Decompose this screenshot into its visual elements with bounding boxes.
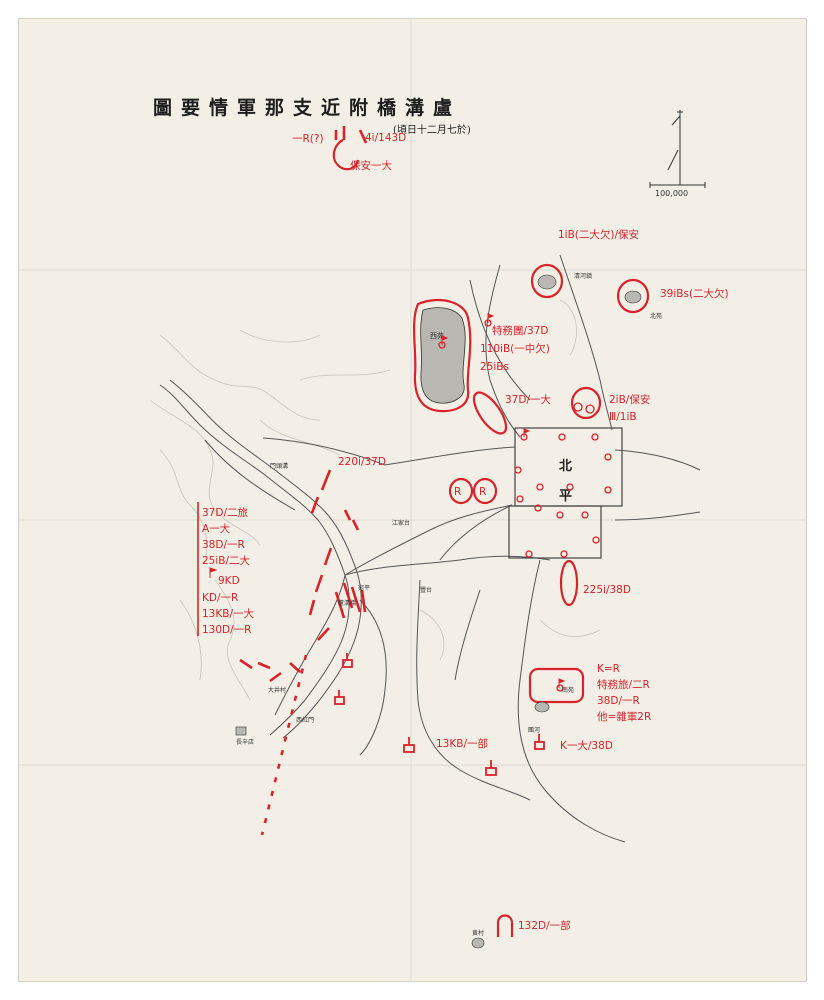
gray-markers xyxy=(235,274,642,949)
annot-top-left-2: 4i/143D xyxy=(365,132,406,144)
nanyuan-line-1: K=R xyxy=(597,663,620,675)
left-block-line-4: 25iB/二大 xyxy=(202,554,251,567)
annot-220i: 220i/37D xyxy=(338,456,386,468)
annot-225i: 225i/38D xyxy=(583,584,631,596)
left-block-line-1: 37D/二旅 xyxy=(202,506,248,519)
annot-2ib-baoan: 2iB/保安 xyxy=(609,393,650,406)
city-label-south: 平 xyxy=(559,489,572,504)
left-block-line-6: KD/一R xyxy=(202,592,238,604)
nanyuan-line-3: 38D/一R xyxy=(597,695,640,707)
place-huangcun: 黄村 xyxy=(472,929,484,937)
city-label-north: 北 xyxy=(559,459,572,474)
annot-k-38d: K一大/38D xyxy=(560,739,613,752)
nanyuan-unit-block: K=R 特務旅/二R 38D/一R 他=雜軍2R xyxy=(597,663,651,723)
map-sheet xyxy=(18,18,807,982)
annot-xiyuan-1: 特務團/37D xyxy=(492,324,548,337)
annot-13kb: 13KB/一部 xyxy=(436,737,488,750)
annot-top-left-1: 一R(?) xyxy=(292,133,324,145)
annot-132d: 132D/一部 xyxy=(518,919,571,932)
map-title: 圖要情軍那支近附橋溝盧 xyxy=(153,96,461,119)
xiyuan-area xyxy=(413,298,472,413)
annot-39ibs: 39iBs(二大欠) xyxy=(660,287,729,300)
left-block-line-3: 38D/一R xyxy=(202,539,245,551)
annot-37d-1: 37D/一大 xyxy=(505,393,551,406)
scale-label: 100,000 xyxy=(655,189,688,198)
place-yizhuang: 大井村 xyxy=(268,686,286,694)
left-block-line-2: A一大 xyxy=(202,522,231,535)
left-block-line-8: 130D/一R xyxy=(202,624,251,636)
unit-annotations: 一R(?) 4i/143D 保安一大 1iB(二大欠)/保安 39iBs(二大欠… xyxy=(292,132,729,932)
frontline-dashes xyxy=(239,126,368,836)
annot-xiyuan-2: 110iB(一中欠) xyxy=(480,342,550,355)
map-subtitle: (頃日十二月七於) xyxy=(393,123,471,136)
place-xihongmen: 西紅門 xyxy=(296,716,314,724)
left-block-line-7: 13KB/一大 xyxy=(202,607,254,620)
place-wanping: 宛平 xyxy=(358,584,370,592)
place-mentougou: 門頭溝 xyxy=(270,462,288,470)
place-jiangjiatai: 江家台 xyxy=(392,519,410,527)
annot-iii-1ib: Ⅲ/1iB xyxy=(609,411,637,423)
place-xiyuan: 西苑 xyxy=(430,331,444,340)
beijing-city-walls xyxy=(508,427,623,559)
nanyuan-line-4: 他=雜軍2R xyxy=(597,710,651,723)
place-lugouqiao: 蘆溝橋 xyxy=(338,599,356,607)
left-unit-block: 37D/二旅 A一大 38D/一R 25iB/二大 9KD KD/一R 13KB… xyxy=(197,502,254,636)
annot-qinghe-troops: 1iB(二大欠)/保安 xyxy=(558,228,639,241)
annot-xiyuan-3: 25iBs xyxy=(480,361,509,373)
bunker-symbols xyxy=(334,653,545,776)
village-labels: 清河鎮 北苑 南苑 黄村 團河 長辛店 宛平 蘆溝橋 豐台 江家台 門頭溝 西紅… xyxy=(236,272,662,937)
annot-top-left-3: 保安一大 xyxy=(350,159,392,172)
place-tuanhe: 團河 xyxy=(528,726,540,734)
place-beiyuan: 北苑 xyxy=(650,312,662,320)
r-symbol-1: R xyxy=(454,486,461,498)
scale-bar xyxy=(649,110,706,188)
left-block-line-5: 9KD xyxy=(218,575,240,587)
fold-lines xyxy=(20,20,806,980)
road-network xyxy=(262,254,701,843)
red-positions xyxy=(332,139,650,937)
place-changxindian: 長辛店 xyxy=(236,738,254,746)
place-fengtai: 豐台 xyxy=(420,586,432,594)
place-nanyuan: 南苑 xyxy=(562,686,574,694)
red-flags xyxy=(209,313,566,688)
yongding-river xyxy=(159,379,387,756)
r-symbol-2: R xyxy=(479,486,486,498)
nanyuan-line-2: 特務旅/二R xyxy=(597,678,650,691)
place-qinghe: 清河鎮 xyxy=(574,272,592,280)
terrain-contours xyxy=(149,299,601,701)
